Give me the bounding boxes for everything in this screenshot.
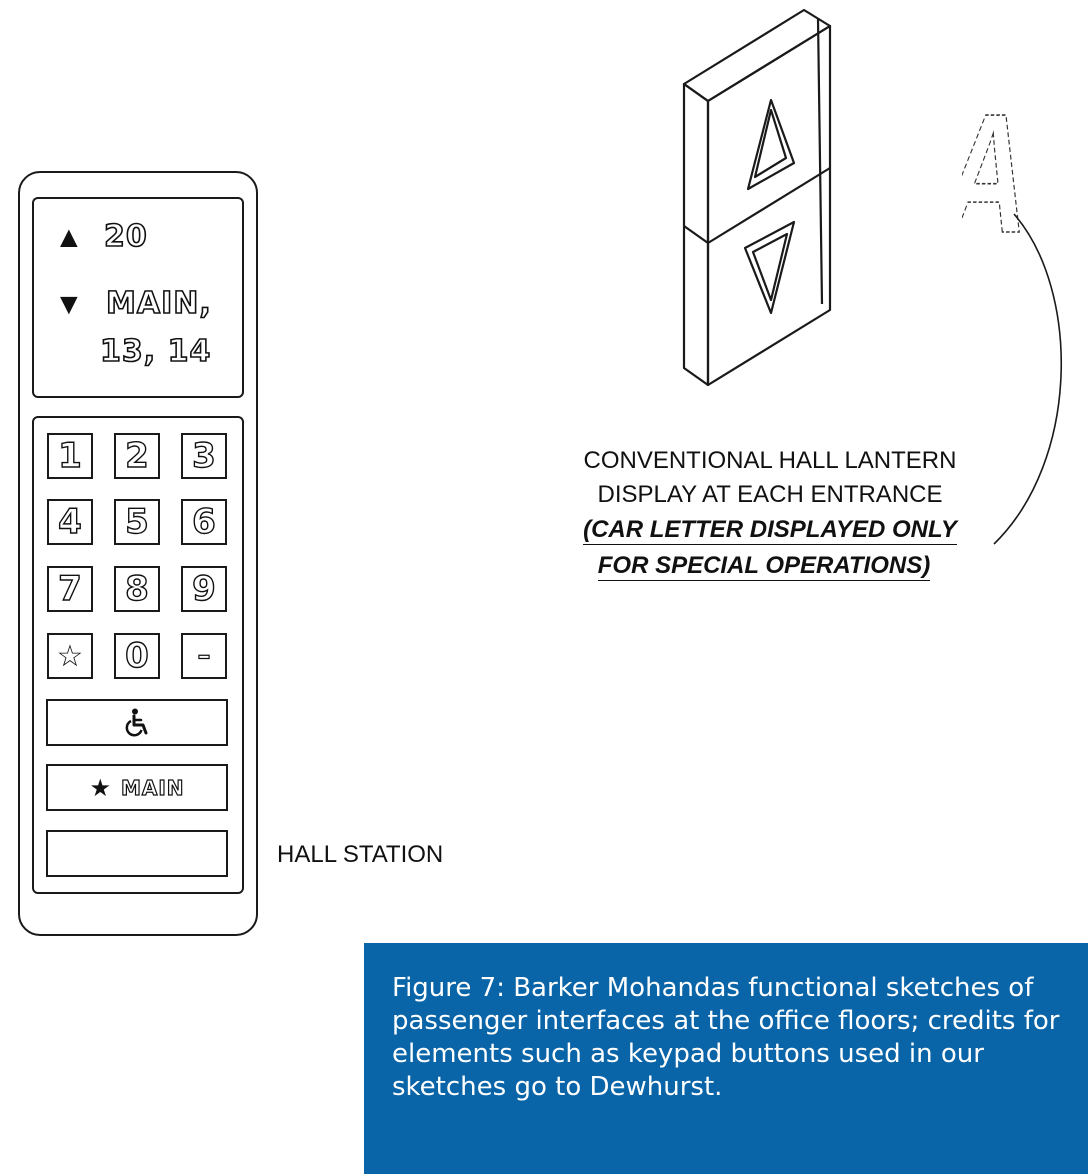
lantern-caption-line1: CONVENTIONAL HALL LANTERN (583, 447, 957, 474)
key-9[interactable]: 9 (181, 566, 227, 612)
key-3[interactable]: 3 (181, 433, 227, 479)
callout-curve (993, 213, 1062, 545)
main-floor-button[interactable]: ★ MAIN (46, 764, 228, 811)
key-4[interactable]: 4 (47, 499, 93, 545)
hall-station-panel (18, 171, 258, 936)
hall-station-label: HALL STATION (277, 841, 444, 868)
blank-button[interactable] (46, 830, 228, 877)
lantern-caption-line3: (CAR LETTER DISPLAYED ONLY (583, 516, 957, 545)
figure-caption-text: Figure 7: Barker Mohandas functional ske… (392, 973, 1060, 1102)
main-button-label: MAIN (120, 775, 185, 800)
key-2[interactable]: 2 (114, 433, 160, 479)
key-7[interactable]: 7 (47, 566, 93, 612)
accessibility-button[interactable] (46, 699, 228, 746)
keypad-frame (32, 416, 244, 894)
star-icon: ★ (89, 773, 111, 802)
key-0[interactable]: 0 (114, 633, 160, 679)
dash-key[interactable]: – (181, 633, 227, 679)
lantern-caption-line2: DISPLAY AT EACH ENTRANCE (597, 481, 943, 508)
hall-lantern-drawing (682, 8, 832, 387)
down-floors-line1: MAIN, (105, 285, 212, 322)
up-floors-text: 20 (103, 218, 148, 255)
up-arrow-icon: ▲ (54, 221, 84, 254)
figure-caption-box (364, 943, 1088, 1174)
lantern-caption-line4: FOR SPECIAL OPERATIONS) (597, 552, 931, 581)
down-arrow-icon: ▼ (54, 288, 84, 321)
key-6[interactable]: 6 (181, 499, 227, 545)
floor-display (32, 197, 244, 398)
key-1[interactable]: 1 (47, 433, 93, 479)
down-floors-line2: 13, 14 (99, 333, 212, 370)
wheelchair-icon (125, 708, 148, 736)
key-5[interactable]: 5 (114, 499, 160, 545)
star-key[interactable]: ☆ (47, 633, 93, 679)
key-8[interactable]: 8 (114, 566, 160, 612)
